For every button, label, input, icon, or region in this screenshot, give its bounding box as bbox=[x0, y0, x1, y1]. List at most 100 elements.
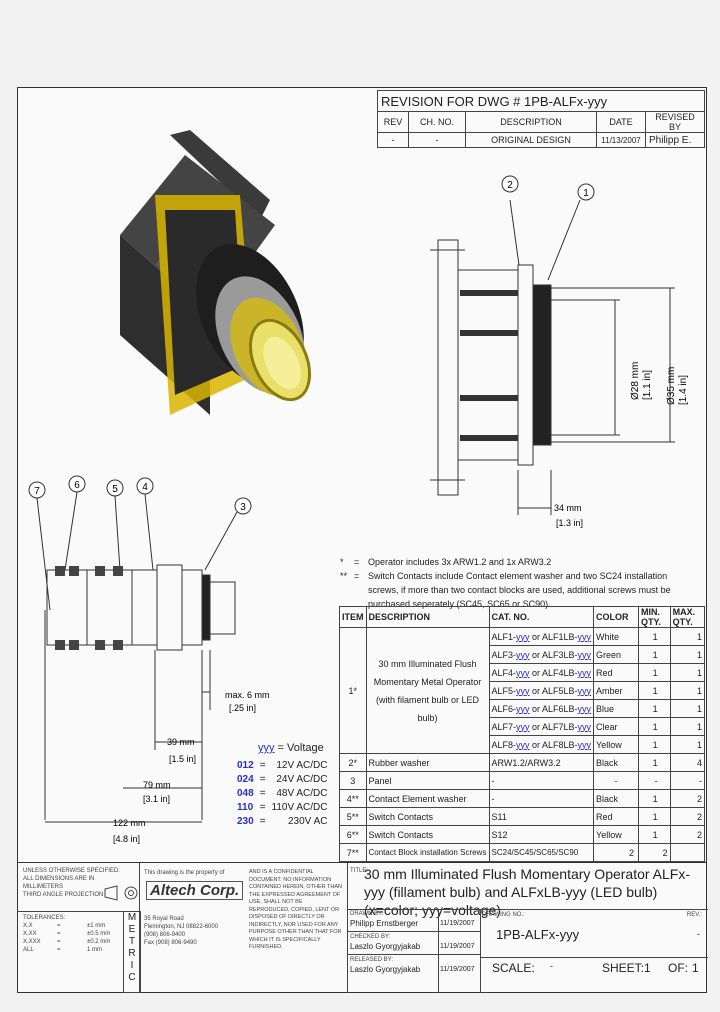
terminal bbox=[113, 640, 123, 650]
bom-min: 1 bbox=[638, 645, 671, 664]
bom-max: 1 bbox=[669, 717, 706, 736]
balloon-3-label: 3 bbox=[240, 502, 246, 513]
dim-35-label: Ø35 mm bbox=[666, 367, 677, 405]
bom-max: 1 bbox=[669, 735, 706, 754]
leader-5 bbox=[114, 495, 121, 571]
tolerances: TOLERANCES: X.X=±1 mm X.XX=±0.5 mm X.XXX… bbox=[23, 915, 111, 953]
dim-79-inch: [3.1 in] bbox=[143, 794, 170, 804]
balloon-6 bbox=[68, 475, 86, 493]
bom-row: ALF5-yyy or ALF5LB-yyy Amber 1 1 bbox=[340, 681, 706, 700]
bom-min: 1 bbox=[638, 735, 671, 754]
assembly-view: 7 6 5 4 3 max. 6 mm [.25 in] 39 mm [1.5 … bbox=[28, 475, 270, 844]
balloon-7-label: 7 bbox=[34, 486, 40, 497]
rev-cell: Philipp E. bbox=[645, 132, 705, 148]
contact-block bbox=[46, 569, 88, 646]
balloon-1-label: 1 bbox=[583, 188, 589, 199]
bom-min: 1 bbox=[638, 663, 671, 682]
confidential-notice: AND IS A CONFIDENTIAL DOCUMENT. NO INFOR… bbox=[249, 869, 342, 950]
bom-row: ALF6-yyy or ALF6LB-yyy Blue 1 1 bbox=[340, 699, 706, 718]
drawing-number: 1PB-ALFx-yyy bbox=[496, 927, 580, 942]
bom-min: 1 bbox=[638, 717, 671, 736]
bom-cat: ALF4-yyy or ALF4LB-yyy bbox=[488, 663, 595, 682]
bom-max: 1 bbox=[669, 699, 706, 718]
balloon-6-label: 6 bbox=[74, 480, 80, 491]
side-view-block bbox=[437, 239, 459, 496]
rev-header: DESCRIPTION bbox=[465, 111, 597, 133]
notes: *=Operator includes 3x ARW1.2 and 1x ARW… bbox=[340, 555, 700, 611]
bom-cat: ALF3-yyy or ALF3LB-yyy bbox=[488, 645, 595, 664]
side-view-bezel bbox=[532, 284, 552, 446]
bom-row: 6** Switch Contacts S12 Yellow 1 2 bbox=[339, 825, 706, 844]
balloon-4-label: 4 bbox=[142, 482, 148, 493]
dim-max6-label: max. 6 mm bbox=[225, 690, 270, 700]
side-view-pin bbox=[460, 290, 518, 296]
rev-header: CH. NO. bbox=[408, 111, 466, 133]
leader-7 bbox=[36, 497, 51, 611]
bom-header: COLOR bbox=[593, 606, 640, 628]
revision-heading: REVISION FOR DWG # bbox=[381, 93, 521, 109]
terminal bbox=[55, 640, 65, 650]
terminal bbox=[113, 566, 123, 576]
bom-color: Green bbox=[593, 645, 640, 664]
metric-stamp: M E T R I C bbox=[123, 911, 141, 993]
bom-row: 7** Contact Block installation Screws SC… bbox=[339, 843, 706, 862]
rev-header: REV bbox=[377, 111, 409, 133]
operator-head bbox=[209, 581, 236, 635]
drawing-title: 30 mm Illuminated Flush Momentary Operat… bbox=[364, 866, 691, 918]
bom-cat: ALF5-yyy or ALF5LB-yyy bbox=[488, 681, 595, 700]
bom-row: ALF7-yyy or ALF7LB-yyy Clear 1 1 bbox=[340, 717, 706, 736]
projection-symbol-icon bbox=[104, 885, 138, 901]
balloon-5-label: 5 bbox=[112, 484, 118, 495]
side-view-pin bbox=[460, 435, 518, 441]
bom-table: ITEM DESCRIPTION CAT. NO. COLOR MIN. QTY… bbox=[339, 606, 706, 862]
bom-max: 1 bbox=[669, 663, 706, 682]
bom-header: MIN. QTY. bbox=[638, 606, 671, 628]
revision-dwg: 1PB-ALFx-yyy bbox=[524, 93, 608, 109]
rev-header: DATE bbox=[596, 111, 646, 133]
bom-cat: ALF8-yyy or ALF8LB-yyy bbox=[488, 735, 595, 754]
bom-header: CAT. NO. bbox=[488, 606, 595, 628]
side-view: 2 1 Ø28 mm [1.1 in] Ø35 mm [1.4 in] 34 m… bbox=[430, 175, 689, 528]
revision-table: REVISION FOR DWG # 1PB-ALFx-yyy REV CH. … bbox=[377, 90, 705, 148]
bom-min: 1 bbox=[638, 681, 671, 700]
operator-body bbox=[156, 564, 183, 651]
balloon-2 bbox=[501, 175, 519, 193]
bom-color: Blue bbox=[593, 699, 640, 718]
isometric-render bbox=[120, 130, 312, 415]
side-view-pin bbox=[460, 395, 518, 401]
bom-min: 1 bbox=[638, 699, 671, 718]
company-logo: Altech Corp. bbox=[146, 881, 244, 900]
render-clip bbox=[170, 130, 270, 220]
balloon-7 bbox=[28, 481, 46, 499]
bom-min: 1 bbox=[638, 627, 671, 646]
dim-34-label: 34 mm bbox=[554, 503, 582, 513]
balloon-4 bbox=[136, 477, 154, 495]
bom-color: Clear bbox=[593, 717, 640, 736]
voltage-title: yyy = Voltage bbox=[258, 742, 324, 754]
rev-cell: ORIGINAL DESIGN bbox=[465, 132, 597, 148]
bom-row: 5** Switch Contacts S11 Red 1 2 bbox=[339, 807, 706, 826]
dim-28-inch: [1.1 in] bbox=[642, 370, 653, 400]
dim-35-inch: [1.4 in] bbox=[678, 375, 689, 405]
contact-washer bbox=[131, 569, 158, 646]
bom-item: 1* bbox=[339, 627, 367, 754]
terminal bbox=[69, 640, 79, 650]
dim-122-label: 122 mm bbox=[113, 818, 146, 828]
bom-color: Yellow bbox=[593, 735, 640, 754]
company-address: 35 Royal Road Flemington, NJ 08822-6000 … bbox=[144, 916, 219, 946]
bom-color: White bbox=[593, 627, 640, 646]
side-view-ring bbox=[517, 264, 534, 466]
balloon-2-label: 2 bbox=[507, 180, 513, 191]
title-block: UNLESS OTHERWISE SPECIFIED: ALL DIMENSIO… bbox=[17, 862, 708, 993]
rev-cell: 11/13/2007 bbox=[596, 132, 646, 148]
rev-cell: - bbox=[377, 132, 409, 148]
terminal bbox=[95, 566, 105, 576]
bom-max: 1 bbox=[669, 681, 706, 700]
bom-color: Red bbox=[593, 663, 640, 682]
dim-max6-inch: [.25 in] bbox=[229, 703, 256, 713]
rev-cell: - bbox=[408, 132, 466, 148]
dim-39-label: 39 mm bbox=[167, 737, 195, 747]
dim-34-inch: [1.3 in] bbox=[556, 518, 583, 528]
bom-header: DESCRIPTION bbox=[365, 606, 490, 628]
bom-max: 1 bbox=[669, 645, 706, 664]
